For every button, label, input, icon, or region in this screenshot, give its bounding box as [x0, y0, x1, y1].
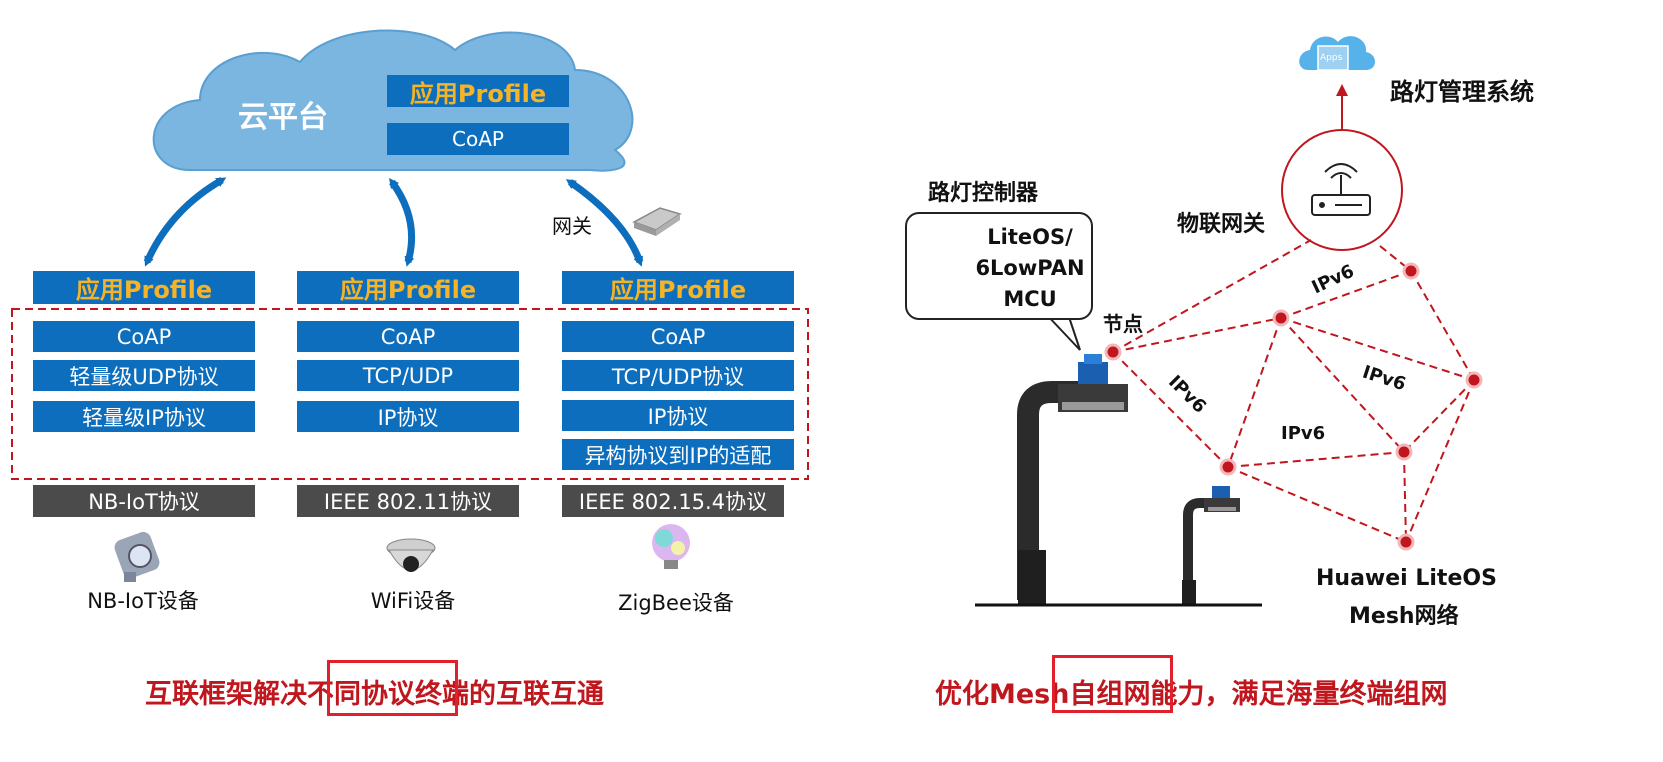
- left-caption-highlight: 不同协议: [307, 679, 415, 710]
- router-icon: [1311, 163, 1371, 216]
- controller-line-2: 6LowPAN: [975, 256, 1085, 280]
- col1-protocol-bar: NB-IoT协议: [33, 485, 255, 517]
- col3-protocol-bar: IEEE 802.15.4协议: [562, 485, 784, 517]
- cloud-platform-label: 云平台: [238, 100, 328, 135]
- protocol-dashed-box: [11, 308, 809, 480]
- gateway-name-label: 物联网关: [1177, 212, 1266, 237]
- mesh-title-line2: Mesh网络: [1349, 604, 1459, 629]
- col1-layer-3: 轻量级IP协议: [33, 401, 255, 432]
- col3-layer-4: 异构协议到IP的适配: [562, 439, 794, 470]
- col2-profile-bar: 应用Profile: [297, 271, 519, 304]
- col2-protocol-bar: IEEE 802.11协议: [297, 485, 519, 517]
- mesh-title-line1: Huawei LiteOS: [1316, 566, 1497, 591]
- arrow-nbiot: [143, 176, 227, 267]
- col1-layer-2: 轻量级UDP协议: [33, 360, 255, 391]
- node-label: 节点: [1103, 312, 1143, 336]
- col2-device-label: WiFi设备: [370, 589, 456, 613]
- col3-profile-bar: 应用Profile: [562, 271, 794, 304]
- left-caption: 互联框架解决不同协议终端的互联互通: [145, 672, 604, 711]
- arrow-wifi: [389, 177, 416, 267]
- ipv6-label-4: IPv6: [1281, 423, 1326, 444]
- col1-device-label: NB-IoT设备: [87, 589, 199, 613]
- col3-layer-3: IP协议: [562, 400, 794, 431]
- bubble-tail: [1045, 313, 1081, 351]
- right-caption-highlight: 自组网: [1069, 679, 1151, 710]
- gateway-device-icon: [632, 207, 682, 236]
- apps-cloud-icon: [1299, 36, 1375, 71]
- right-caption-before: 优化Mesh: [935, 679, 1070, 710]
- apps-icon-label: Apps: [1320, 53, 1343, 63]
- wifi-camera-icon: [386, 538, 436, 572]
- mesh-lines: [1112, 239, 1475, 543]
- left-caption-highlight-box: [327, 660, 458, 716]
- controller-line-1: LiteOS/: [987, 225, 1073, 249]
- controller-bubble: LiteOS/ 6LowPAN MCU: [905, 212, 1093, 320]
- street-lamp-small: [1182, 486, 1240, 605]
- management-system-label: 路灯管理系统: [1390, 78, 1534, 106]
- col2-layer-3: IP协议: [297, 401, 519, 432]
- controller-line-3: MCU: [1003, 287, 1057, 311]
- col3-layer-2: TCP/UDP协议: [562, 360, 794, 391]
- arrow-zigbee: [565, 179, 644, 267]
- zigbee-bulb-icon: [652, 524, 690, 569]
- col3-device-label: ZigBee设备: [618, 591, 734, 615]
- col1-profile-bar: 应用Profile: [33, 271, 255, 304]
- col3-layer-1: CoAP: [562, 321, 794, 352]
- controller-spec: LiteOS/ 6LowPAN MCU: [971, 222, 1089, 315]
- col1-layer-1: CoAP: [33, 321, 255, 352]
- street-lamp-large: [1017, 354, 1128, 605]
- col2-layer-2: TCP/UDP: [297, 360, 519, 391]
- cloud-coap-bar: CoAP: [387, 123, 569, 155]
- mesh-nodes: [1104, 262, 1483, 551]
- right-caption-highlight-box: [1052, 655, 1173, 713]
- left-caption-after: 终端的互联互通: [415, 679, 604, 710]
- controller-title: 路灯控制器: [928, 181, 1039, 206]
- gateway-label: 网关: [552, 214, 592, 238]
- cloud-profile-bar: 应用Profile: [387, 75, 569, 108]
- nbiot-meter-icon: [114, 531, 160, 582]
- left-caption-before: 互联框架解决: [145, 679, 307, 710]
- col2-layer-1: CoAP: [297, 321, 519, 352]
- right-caption: 优化Mesh自组网能力，满足海量终端组网: [935, 672, 1447, 711]
- right-caption-after: 能力，满足海量终端组网: [1150, 679, 1448, 710]
